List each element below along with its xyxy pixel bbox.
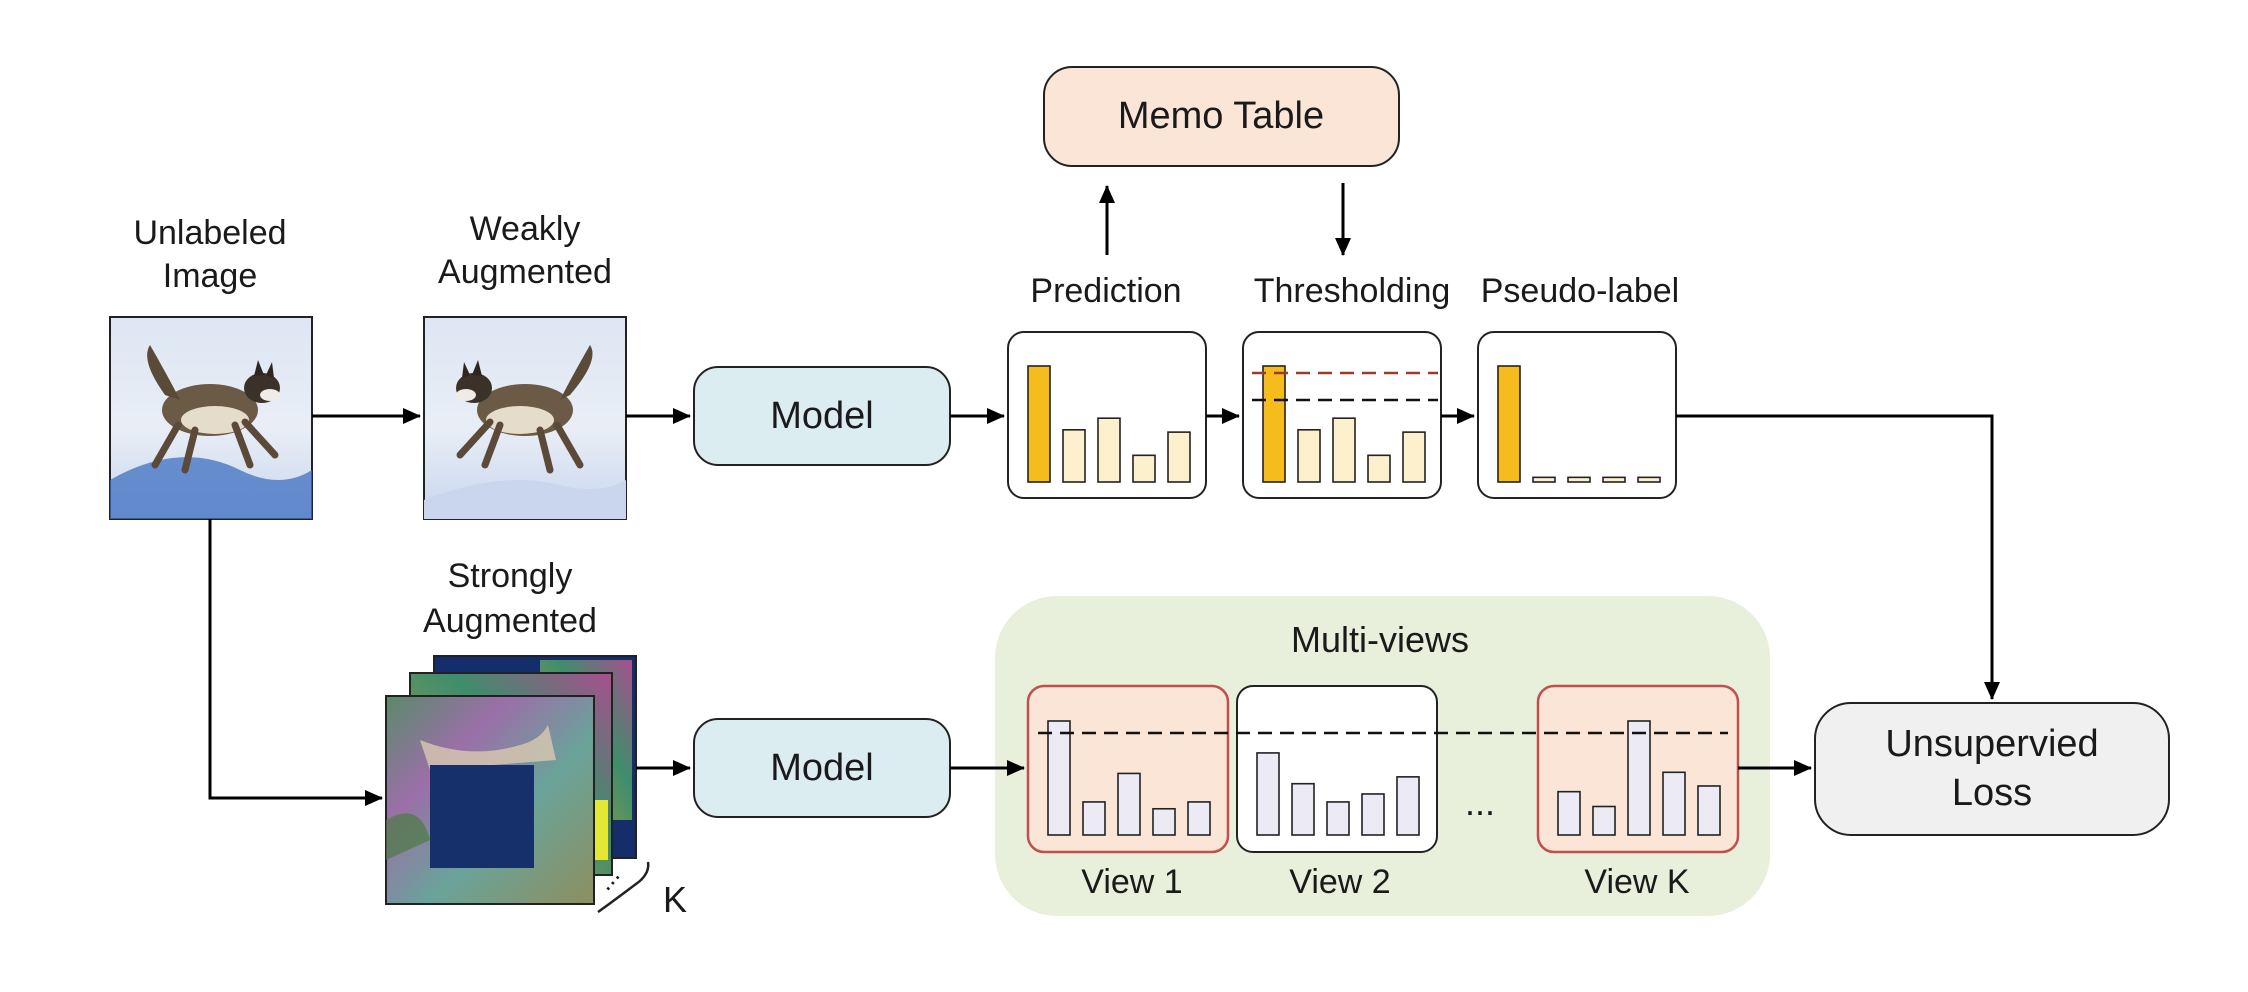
prediction-bars	[1027, 365, 1191, 483]
view1-bar	[1187, 801, 1211, 836]
viewk-bar	[1627, 720, 1651, 836]
memo-table-box: Memo Table	[1043, 66, 1400, 167]
view2-box	[1236, 685, 1438, 853]
loss-label-line1: Unsupervied	[1885, 723, 2098, 765]
arrow-pseudo-to-loss	[1676, 414, 2000, 700]
pseudo-bar	[1602, 476, 1626, 483]
pseudo-bar	[1637, 476, 1661, 483]
viewk-bar	[1592, 805, 1616, 836]
arrow-unlabeled-to-strong	[208, 519, 383, 806]
model-bottom-label: Model	[770, 747, 874, 789]
pseudo-bar	[1532, 476, 1556, 483]
view2-bar	[1361, 793, 1385, 836]
model-top-box: Model	[693, 366, 951, 466]
viewk-bar	[1557, 790, 1581, 836]
loss-label-line2: Loss	[1952, 772, 2032, 814]
prediction-bar	[1132, 454, 1156, 483]
memo-table-label: Memo Table	[1118, 95, 1324, 137]
view2-bar	[1256, 752, 1280, 836]
view-ellipsis: ...	[1465, 782, 1495, 823]
view2-bar	[1291, 782, 1315, 836]
thresholding-bar	[1367, 454, 1391, 483]
view1-label: View 1	[1081, 863, 1182, 901]
viewk-bar	[1662, 771, 1686, 836]
weak-label-line1: Weakly	[470, 210, 581, 248]
unsupervised-loss-box: Unsupervied Loss	[1814, 702, 2170, 836]
unlabeled-label-line2: Image	[163, 257, 258, 295]
k-label: K	[663, 879, 687, 920]
weak-label-line2: Augmented	[438, 253, 612, 291]
view1-bars	[1047, 720, 1211, 836]
viewk-label: View K	[1584, 863, 1690, 901]
prediction-bar	[1062, 428, 1086, 483]
prediction-label: Prediction	[1030, 272, 1181, 310]
strong-label-line2: Augmented	[423, 602, 597, 640]
view1-bar	[1117, 772, 1141, 836]
view1-bar	[1082, 801, 1106, 836]
viewk-bars	[1557, 720, 1721, 836]
pseudo-label-bars	[1497, 365, 1661, 483]
view2-bar	[1396, 776, 1420, 836]
view1-box	[1026, 684, 1230, 854]
thresholding-bars	[1262, 365, 1426, 483]
pseudo-bar	[1497, 365, 1521, 483]
weak-augmented-image	[423, 316, 627, 520]
model-top-label: Model	[770, 395, 874, 437]
thresholding-bar	[1262, 365, 1286, 483]
pseudo-label-label: Pseudo-label	[1481, 272, 1679, 310]
arrows	[208, 183, 2000, 806]
viewk-bar	[1697, 785, 1721, 836]
prediction-bar	[1097, 417, 1121, 483]
thresholding-bar	[1402, 431, 1426, 483]
thresholding-label: Thresholding	[1254, 272, 1451, 310]
pseudo-bar	[1567, 476, 1591, 483]
view1-bar	[1047, 720, 1071, 836]
view2-bars	[1256, 752, 1420, 836]
prediction-bar	[1167, 431, 1191, 483]
unlabeled-label-line1: Unlabeled	[133, 214, 286, 252]
prediction-bar	[1027, 365, 1051, 483]
k-stack-indicator: ... K	[589, 860, 687, 920]
strong-augmented-images	[385, 655, 637, 905]
multiviews-label: Multi-views	[1291, 619, 1469, 660]
thresholding-bar	[1332, 417, 1356, 483]
view2-bar	[1326, 801, 1350, 836]
thresholding-bar	[1297, 428, 1321, 483]
model-bottom-box: Model	[693, 718, 951, 818]
view1-bar	[1152, 807, 1176, 836]
unlabeled-image	[109, 316, 313, 520]
strong-label-line1: Strongly	[448, 557, 573, 595]
view2-label: View 2	[1289, 863, 1390, 901]
